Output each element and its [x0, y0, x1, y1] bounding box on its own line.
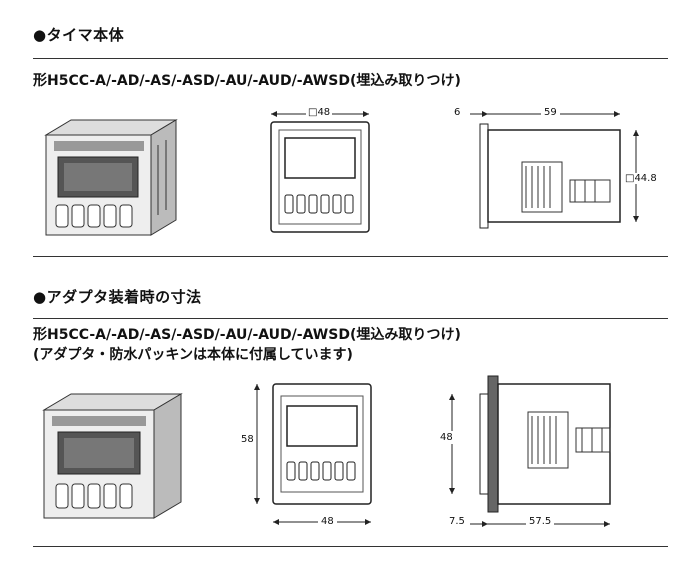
timer-side-view [470, 111, 639, 229]
side-depth-front-label: 7.5 [448, 516, 466, 527]
front-width-label: □48 [306, 107, 333, 118]
section1-heading: ●タイマ本体 [33, 26, 125, 44]
timer-with-adapter-perspective-drawing [42, 393, 183, 519]
timer-with-adapter-front-view [254, 383, 372, 525]
timer-perspective-drawing [44, 119, 178, 236]
divider [33, 318, 668, 319]
side-height-label: 48 [440, 431, 453, 444]
side-depth-front-label: 6 [452, 107, 463, 118]
divider [33, 256, 668, 257]
side-height-label: □44.8 [624, 173, 658, 184]
divider [33, 58, 668, 59]
timer-front-view [270, 111, 370, 233]
section1-subheading: 形H5CC-A/-AD/-AS/-ASD/-AU/-AUD/-AWSD(埋込み取… [33, 73, 461, 89]
section2-subheading2: (アダプタ・防水パッキンは本体に付属しています) [33, 347, 353, 363]
timer-with-adapter-side-view [449, 375, 611, 527]
divider [33, 546, 668, 547]
front-width-label: 48 [318, 516, 337, 527]
section2-heading: ●アダプタ装着時の寸法 [33, 288, 202, 306]
side-depth-label: 59 [541, 107, 560, 118]
side-depth-label: 57.5 [526, 516, 555, 527]
section2-subheading1: 形H5CC-A/-AD/-AS/-ASD/-AU/-AUD/-AWSD(埋込み取… [33, 327, 461, 343]
front-height-label: 58 [241, 433, 254, 446]
